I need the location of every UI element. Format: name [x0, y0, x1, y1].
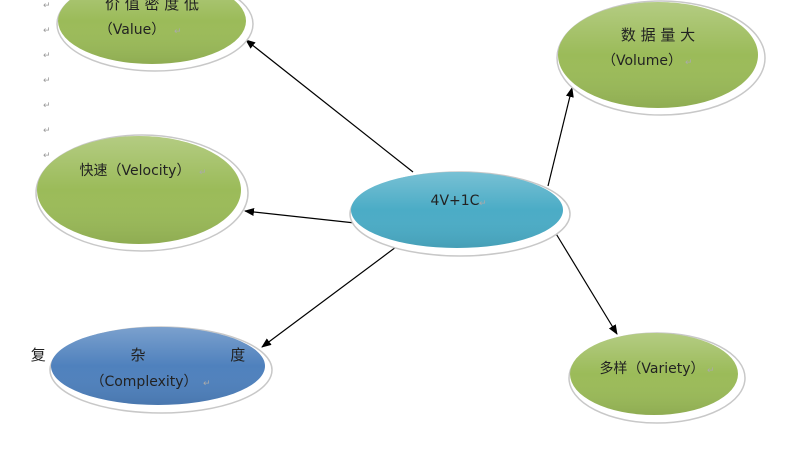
paragraph-mark: ↵ [43, 26, 51, 36]
paragraph-mark: ↵ [43, 1, 51, 11]
paragraph-mark: ↵ [707, 366, 715, 376]
node-variety: 多样（Variety） ↵ [568, 332, 746, 424]
node-volume-line2: （Volume） [602, 53, 682, 69]
node-value-line2: （Value） [99, 22, 165, 38]
paragraph-mark: ↵ [43, 76, 51, 86]
arrow-to-volume [547, 87, 574, 187]
node-volume: 数 据 量 大 （Volume） ↵ [556, 0, 766, 116]
node-variety-line1: 多样（Variety） [599, 360, 704, 377]
node-volume-line1: 数 据 量 大 [621, 26, 695, 44]
node-complexity-line2: （Complexity） [90, 374, 197, 390]
paragraph-mark: ↵ [203, 379, 211, 389]
paragraph-mark: ↵ [43, 101, 51, 111]
paragraph-marks-column: ↵ ↵ ↵ ↵ ↵ ↵ ↵ [43, 0, 55, 169]
node-center: 4V+1C ↵ [349, 171, 571, 257]
arrow-to-velocity [244, 207, 356, 224]
node-center-label: 4V+1C [431, 193, 480, 209]
paragraph-mark: ↵ [479, 199, 487, 209]
node-velocity-line1: 快速（Velocity） [80, 163, 191, 179]
paragraph-mark: ↵ [43, 126, 51, 136]
node-velocity: 快速（Velocity） ↵ [35, 134, 249, 252]
paragraph-mark: ↵ [685, 58, 693, 68]
node-value: 价 值 密 度 低 （Value） ↵ [56, 0, 254, 72]
paragraph-mark: ↵ [199, 168, 207, 178]
paragraph-mark: ↵ [43, 51, 51, 61]
arrow-to-variety [554, 231, 618, 335]
arrow-to-value [245, 39, 414, 173]
arrow-to-complexity [261, 246, 397, 348]
node-complexity-line1: 复 杂 度 [31, 346, 286, 364]
paragraph-mark: ↵ [43, 151, 51, 161]
paragraph-mark: ↵ [174, 27, 182, 37]
node-complexity: 复 杂 度 （Complexity） ↵ [31, 326, 286, 414]
node-value-line1: 价 值 密 度 低 [105, 0, 199, 13]
